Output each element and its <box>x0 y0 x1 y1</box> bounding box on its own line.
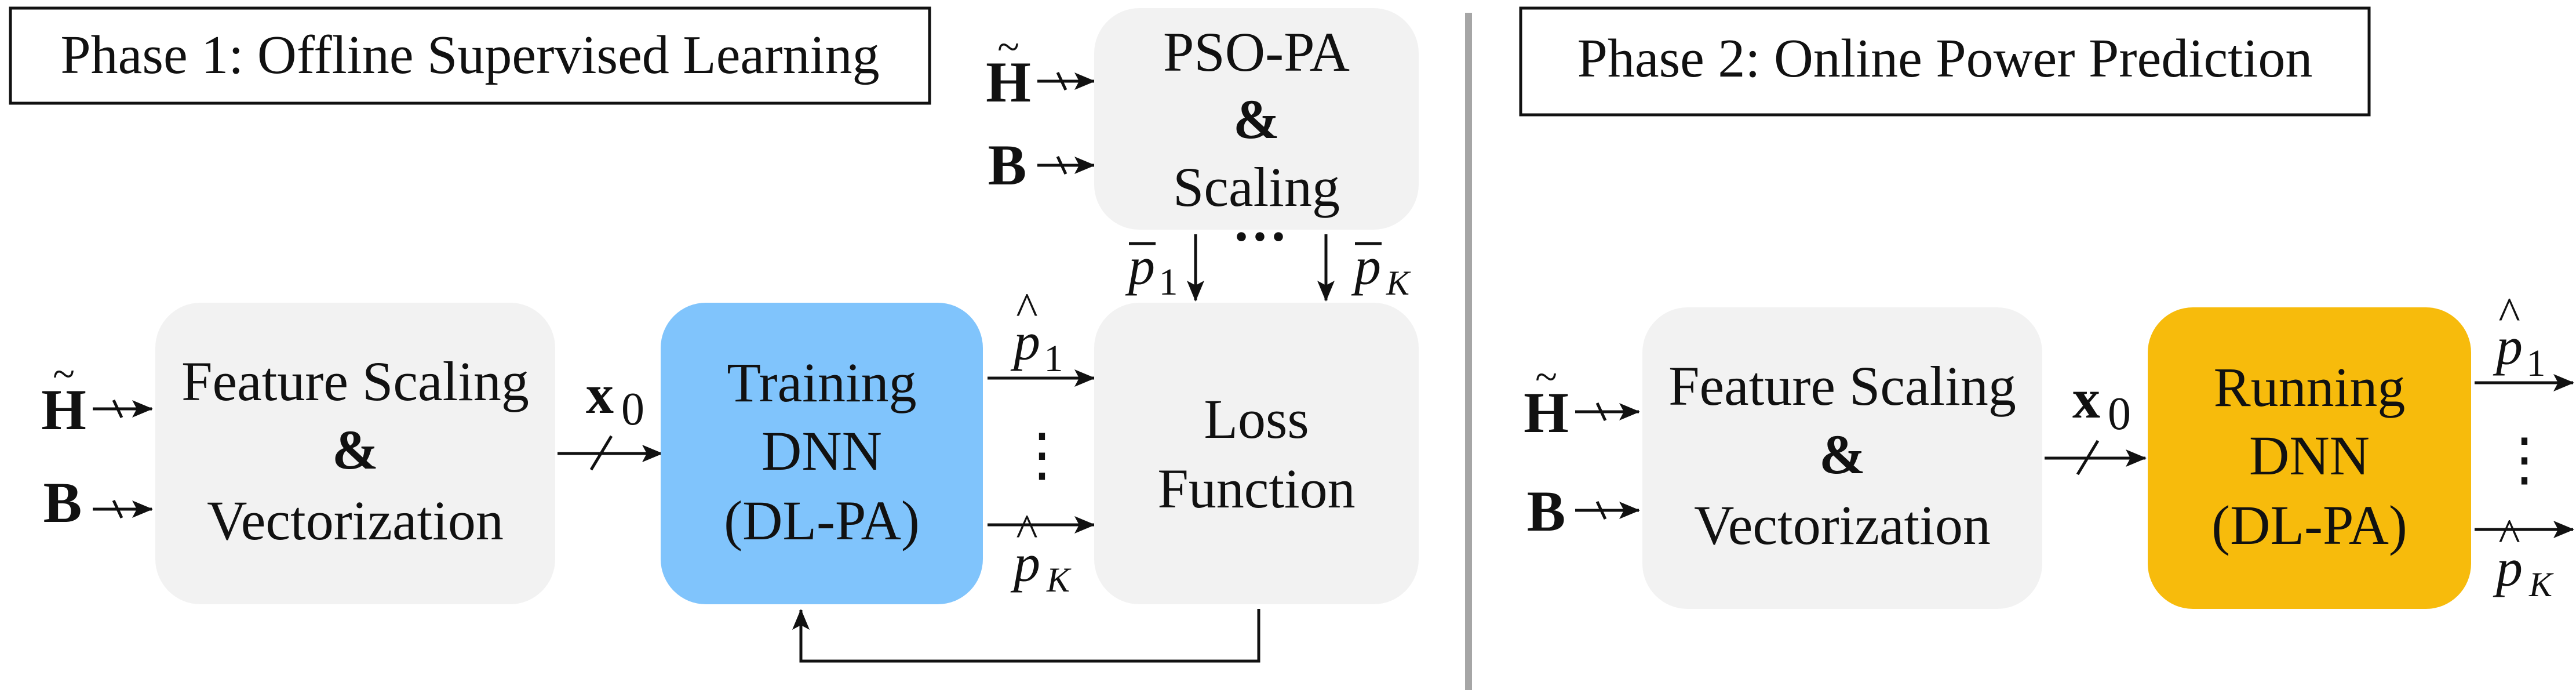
pso-input-b: B <box>988 133 1027 197</box>
phase2-input-h: H <box>1524 380 1569 445</box>
phase1-input-h-accent: ~ <box>53 352 75 397</box>
phase2-feature-line2: & <box>1819 423 1865 485</box>
phase1-phat1: p <box>1010 312 1040 371</box>
phase1-title: Phase 1: Offline Supervised Learning <box>60 25 879 85</box>
training-dnn-box <box>661 303 983 604</box>
phase2-phatk-accent: ^ <box>2498 510 2520 561</box>
loss-line1: Loss <box>1204 388 1309 450</box>
running-line3: (DL-PA) <box>2211 494 2407 556</box>
phase1-input-arrows <box>93 399 153 519</box>
phase1-phat1-sub: 1 <box>1044 338 1063 380</box>
phase1-x0: x <box>586 363 614 425</box>
phase2-x0: x <box>2072 368 2100 430</box>
phase2-feature-scaling-box <box>1642 307 2042 609</box>
pbark-sub: K <box>1386 264 1411 302</box>
running-dnn-box <box>2148 307 2471 609</box>
phase1-vdots: ⋮ <box>1013 423 1071 487</box>
phase1-feature-scaling-box <box>155 303 555 604</box>
pso-input-h: H <box>986 50 1031 114</box>
phase1-feature-line3: Vectorization <box>207 489 504 552</box>
phase2-phatk-sub: K <box>2528 565 2554 604</box>
phase1-feature-line2: & <box>332 419 378 481</box>
phase2-phat1-sub: 1 <box>2527 342 2546 384</box>
pso-hdots: ··· <box>1232 205 1288 267</box>
phase2-input-b: B <box>1527 479 1566 543</box>
phase1-x0-arrow <box>558 435 663 471</box>
phase2-x0-arrow <box>2045 440 2147 476</box>
phase1-input-h: H <box>41 378 86 442</box>
phase2-feature-line1: Feature Scaling <box>1668 355 2016 417</box>
phase2-phat1: p <box>2493 317 2523 376</box>
phase1-phat-arrows <box>988 369 1095 534</box>
phase2-input-arrows <box>1575 402 1640 520</box>
pbar1: p <box>1125 237 1155 296</box>
phase1-input-b: B <box>43 470 82 535</box>
phase2-x0-sub: 0 <box>2108 389 2131 440</box>
loss-function-box <box>1094 303 1419 604</box>
phase1-x0-sub: 0 <box>621 384 644 435</box>
phase2-input-h-accent: ~ <box>1535 355 1557 400</box>
phase2-title-box <box>1519 6 2371 117</box>
running-line2: DNN <box>2249 424 2370 487</box>
training-line2: DNN <box>761 420 882 482</box>
pso-pa-box <box>1094 8 1419 230</box>
training-line1: Training <box>727 351 916 413</box>
pso-pbar-arrows <box>1187 234 1335 302</box>
phase1-feature-line1: Feature Scaling <box>181 350 529 412</box>
phase2-feature-line3: Vectorization <box>1694 494 1991 556</box>
phase2-phat1-accent: ^ <box>2498 289 2520 340</box>
pso-line1: PSO-PA <box>1163 21 1350 83</box>
pso-line3: Scaling <box>1173 156 1340 218</box>
pso-input-arrows <box>1037 71 1095 175</box>
loss-line2: Function <box>1157 458 1355 520</box>
phase2-phatk: p <box>2493 538 2523 597</box>
pso-line2: & <box>1233 88 1280 150</box>
phase2-phat-arrows <box>2475 374 2574 538</box>
phase1-phatk-sub: K <box>1046 561 1072 599</box>
phase2-vdots: ⋮ <box>2495 427 2553 492</box>
pso-input-h-accent: ~ <box>997 25 1019 70</box>
running-line1: Running <box>2214 356 2406 418</box>
pbark: p <box>1351 237 1381 296</box>
phase1-phatk: p <box>1010 534 1040 593</box>
phase1-title-box <box>9 6 931 105</box>
training-line3: (DL-PA) <box>724 489 920 552</box>
phase2-title: Phase 2: Online Power Prediction <box>1577 28 2313 89</box>
pbar1-sub: 1 <box>1159 261 1178 303</box>
phase1-phat1-accent: ^ <box>1016 284 1038 335</box>
feedback-arrow <box>792 609 1260 663</box>
phase1-phatk-accent: ^ <box>1016 506 1038 557</box>
